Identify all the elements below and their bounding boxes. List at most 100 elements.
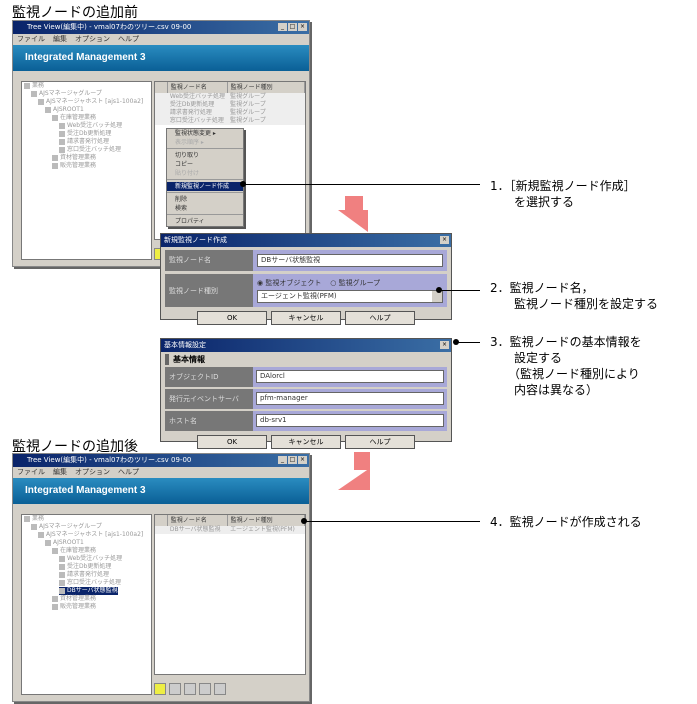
tree-item[interactable]: 在庫管理業務 [22,114,151,122]
list-row[interactable]: 窓口受注バッチ処理監視グループ [155,117,305,125]
dialog-title: 新規監視ノード作成× [161,234,451,247]
ok-button[interactable]: OK [197,435,267,449]
tree-item[interactable]: 販売管理業務 [22,162,151,170]
tree-item[interactable]: 資材管理業務 [22,595,151,603]
tree-item[interactable]: 受注Db更新処理 [22,563,151,571]
tree-item[interactable]: 業務 [22,82,151,90]
maximize-icon[interactable]: □ [288,23,297,31]
tree-item[interactable]: 窓口受注バッチ処理 [22,146,151,154]
menu-item[interactable]: ファイル [17,35,45,43]
table-icon[interactable] [214,683,226,695]
grid-icon[interactable] [199,683,211,695]
tree-item[interactable]: DBサーバ状態監視 [59,587,118,595]
list-cell: Web受注バッチ処理 [169,93,225,100]
context-menu-item[interactable]: コピー [175,161,194,168]
context-menu-item[interactable]: 新規監視ノード作成 [167,182,243,191]
header-blank [155,82,168,93]
close-icon[interactable]: × [298,456,307,464]
list-row[interactable]: DBサーバ状態監視エージェント監視(PFM) [155,526,305,534]
object-id-input[interactable]: DAlorcl [256,370,444,383]
column-header[interactable]: 監視ノード名 [168,82,228,93]
node-icon [155,101,167,109]
tree-item[interactable]: AJSROOT1 [22,106,151,114]
tree-item[interactable]: 窓口受注バッチ処理 [22,579,151,587]
callout-line [243,184,480,185]
minimize-icon[interactable]: _ [278,23,287,31]
dropdown-icon[interactable] [432,291,442,302]
list-row[interactable]: 請求書発行処理監視グループ [155,109,305,117]
menu-item[interactable]: 編集 [53,35,67,43]
column-header[interactable]: 監視ノード名 [168,515,228,526]
ok-button[interactable]: OK [197,311,267,325]
menu-item[interactable]: オプション [75,468,110,476]
context-menu: 監視状態変更 ▸ 表示順序 ▸ 切り取りコピー貼り付け新規監視ノード作成削除検索プロ… [166,128,244,227]
node-type-label: 監視ノード種別 [165,274,253,307]
tree-item[interactable]: 請求書発行処理 [22,571,151,579]
node-name-input[interactable]: DBサーバ状態監視 [257,254,443,267]
tree-item[interactable]: 在庫管理業務 [22,547,151,555]
help-button[interactable]: ヘルプ [345,435,415,449]
list-header: 監視ノード名監視ノード種別 [155,82,305,93]
menu-item[interactable]: ヘルプ [118,35,139,43]
context-menu-item[interactable]: 検索 [175,205,188,212]
menu-separator [167,214,243,215]
context-menu-item[interactable]: 削除 [175,196,188,203]
menu-item[interactable]: ファイル [17,468,45,476]
menu-bar: ファイル編集オプションヘルプ [13,34,309,45]
arrow-down-icon [345,196,363,212]
dialog-title: 基本情報設定× [161,339,451,352]
tree-view-window-after: Tree View(編集中) - vmal07わのツリー.csv 09-00_□… [12,453,310,702]
context-menu-item: 表示順序 ▸ [175,139,204,146]
arrow-head-icon [338,468,370,490]
event-server-input[interactable]: pfm-manager [256,392,444,405]
refresh-icon[interactable] [154,683,166,695]
context-menu-item[interactable]: 切り取り [175,152,200,159]
minimize-icon[interactable]: _ [278,456,287,464]
tree-item[interactable]: 請求書発行処理 [22,138,151,146]
close-icon[interactable]: × [440,236,449,244]
tree-view-icon[interactable] [169,683,181,695]
menu-item[interactable]: ヘルプ [118,468,139,476]
tree-item[interactable]: AJSマネージャグループ [22,90,151,98]
cancel-button[interactable]: キャンセル [271,435,341,449]
column-header[interactable]: 監視ノード種別 [228,82,305,93]
list-row[interactable]: Web受注バッチ処理監視グループ [155,93,305,101]
tree-item[interactable]: AJSマネージャホスト [ajs1-100a2] [22,531,151,539]
context-menu-item[interactable]: 監視状態変更 ▸ [175,130,216,137]
menu-item[interactable]: 編集 [53,468,67,476]
menu-item[interactable]: オプション [75,35,110,43]
close-icon[interactable]: × [440,341,449,349]
radio-group-label: 監視グループ [338,279,381,287]
tree-item[interactable]: Web受注バッチ処理 [22,555,151,563]
tree-item[interactable]: 受注Db更新処理 [22,130,151,138]
radio-group[interactable]: ○ 監視グループ [330,279,381,287]
tree-item[interactable]: 資材管理業務 [22,154,151,162]
title-bar: Tree View(編集中) - vmal07わのツリー.csv 09-00 _□… [13,21,309,34]
list-row[interactable]: 受注Db更新処理監視グループ [155,101,305,109]
menu-bar: ファイル編集オプションヘルプ [13,467,309,478]
help-button[interactable]: ヘルプ [345,311,415,325]
radio-object[interactable]: ◉ 監視オブジェクト [257,279,322,287]
column-header[interactable]: 監視ノード種別 [228,515,305,526]
tree-item[interactable]: AJSマネージャグループ [22,523,151,531]
context-menu-item: 貼り付け [175,170,200,177]
annotation-3: 3．監視ノードの基本情報を 設定する （監視ノード種別により 内容は異なる） [490,335,642,397]
tree-item[interactable]: AJSROOT1 [22,539,151,547]
menu-separator [167,148,243,149]
context-menu-item[interactable]: プロパティ [175,218,205,225]
maximize-icon[interactable]: □ [288,456,297,464]
tree-item[interactable]: 販売管理業務 [22,603,151,611]
list-view-icon[interactable] [184,683,196,695]
tree-item[interactable]: AJSマネージャホスト [ajs1-100a2] [22,98,151,106]
node-type-select[interactable]: エージェント監視(PFM) [257,290,443,303]
close-icon[interactable]: × [298,23,307,31]
host-name-input[interactable]: db-srv1 [256,414,444,427]
tree-item[interactable]: Web受注バッチ処理 [22,122,151,130]
tree-item[interactable]: 業務 [22,515,151,523]
window-title: Tree View(編集中) - vmal07わのツリー.csv 09-00 [27,23,192,31]
cancel-button[interactable]: キャンセル [271,311,341,325]
callout-line [456,342,480,343]
annotation-1: 1．［新規監視ノード作成］ を選択する [490,179,636,209]
